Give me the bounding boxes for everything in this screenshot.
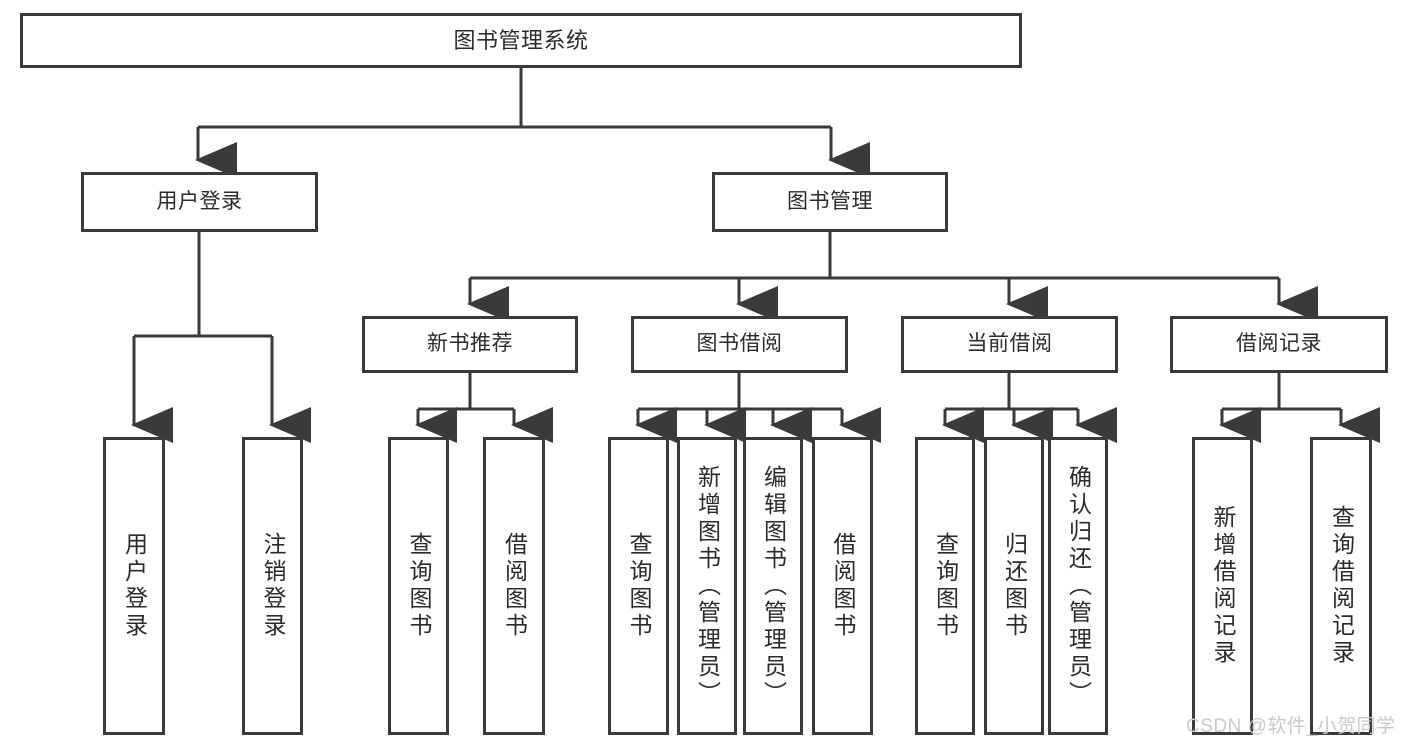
- node-label: 当前借阅: [966, 332, 1053, 356]
- leaf-borrow-book[interactable]: 借阅图书: [812, 437, 873, 735]
- node-label: 确认归还（管理员）: [1065, 464, 1092, 708]
- node-label: 图书借阅: [696, 332, 783, 356]
- node-label: 查询图书: [406, 532, 432, 640]
- node-label: 查询借阅记录: [1328, 505, 1355, 667]
- leaf-return-book[interactable]: 归还图书: [984, 437, 1044, 735]
- leaf-borrow-book-new[interactable]: 借阅图书: [483, 437, 545, 735]
- node-label: 编辑图书（管理员）: [760, 464, 787, 708]
- node-label: 图书管理: [787, 189, 873, 213]
- node-label: 借阅图书: [830, 532, 856, 640]
- leaf-query-borrow-record[interactable]: 查询借阅记录: [1310, 437, 1372, 735]
- leaf-query-book-current[interactable]: 查询图书: [915, 437, 975, 735]
- node-user-login[interactable]: 用户登录: [81, 172, 318, 232]
- node-label: 新增借阅记录: [1210, 505, 1236, 667]
- csdn-watermark: CSDN @软件_小贺同学: [1186, 716, 1396, 737]
- node-new-book-recommendation[interactable]: 新书推荐: [362, 316, 578, 373]
- node-label: 新增图书（管理员）: [694, 464, 721, 708]
- leaf-add-borrow-record[interactable]: 新增借阅记录: [1192, 437, 1253, 735]
- node-book-borrowing[interactable]: 图书借阅: [631, 316, 848, 373]
- node-current-borrowing[interactable]: 当前借阅: [901, 316, 1118, 373]
- node-label: 用户登录: [156, 189, 243, 213]
- node-label: 归还图书: [1001, 532, 1028, 640]
- leaf-query-book-borrow[interactable]: 查询图书: [608, 437, 669, 735]
- leaf-confirm-return-admin[interactable]: 确认归还（管理员）: [1048, 437, 1108, 735]
- node-label: 注销登录: [260, 532, 286, 640]
- node-label: 新书推荐: [427, 332, 513, 356]
- node-label: 借阅记录: [1236, 332, 1322, 356]
- leaf-add-book-admin[interactable]: 新增图书（管理员）: [677, 437, 737, 735]
- node-book-management[interactable]: 图书管理: [712, 172, 948, 232]
- leaf-logout[interactable]: 注销登录: [242, 437, 303, 735]
- node-label: 查询图书: [626, 532, 652, 640]
- leaf-query-book-new[interactable]: 查询图书: [388, 437, 449, 735]
- leaf-user-login[interactable]: 用户登录: [103, 437, 165, 735]
- leaf-edit-book-admin[interactable]: 编辑图书（管理员）: [743, 437, 803, 735]
- node-label: 图书管理系统: [453, 27, 589, 53]
- node-label: 用户登录: [121, 532, 148, 640]
- node-label: 查询图书: [932, 532, 959, 640]
- node-borrowing-record[interactable]: 借阅记录: [1170, 316, 1388, 373]
- node-root-library-management-system[interactable]: 图书管理系统: [20, 13, 1022, 68]
- node-label: 借阅图书: [501, 532, 528, 640]
